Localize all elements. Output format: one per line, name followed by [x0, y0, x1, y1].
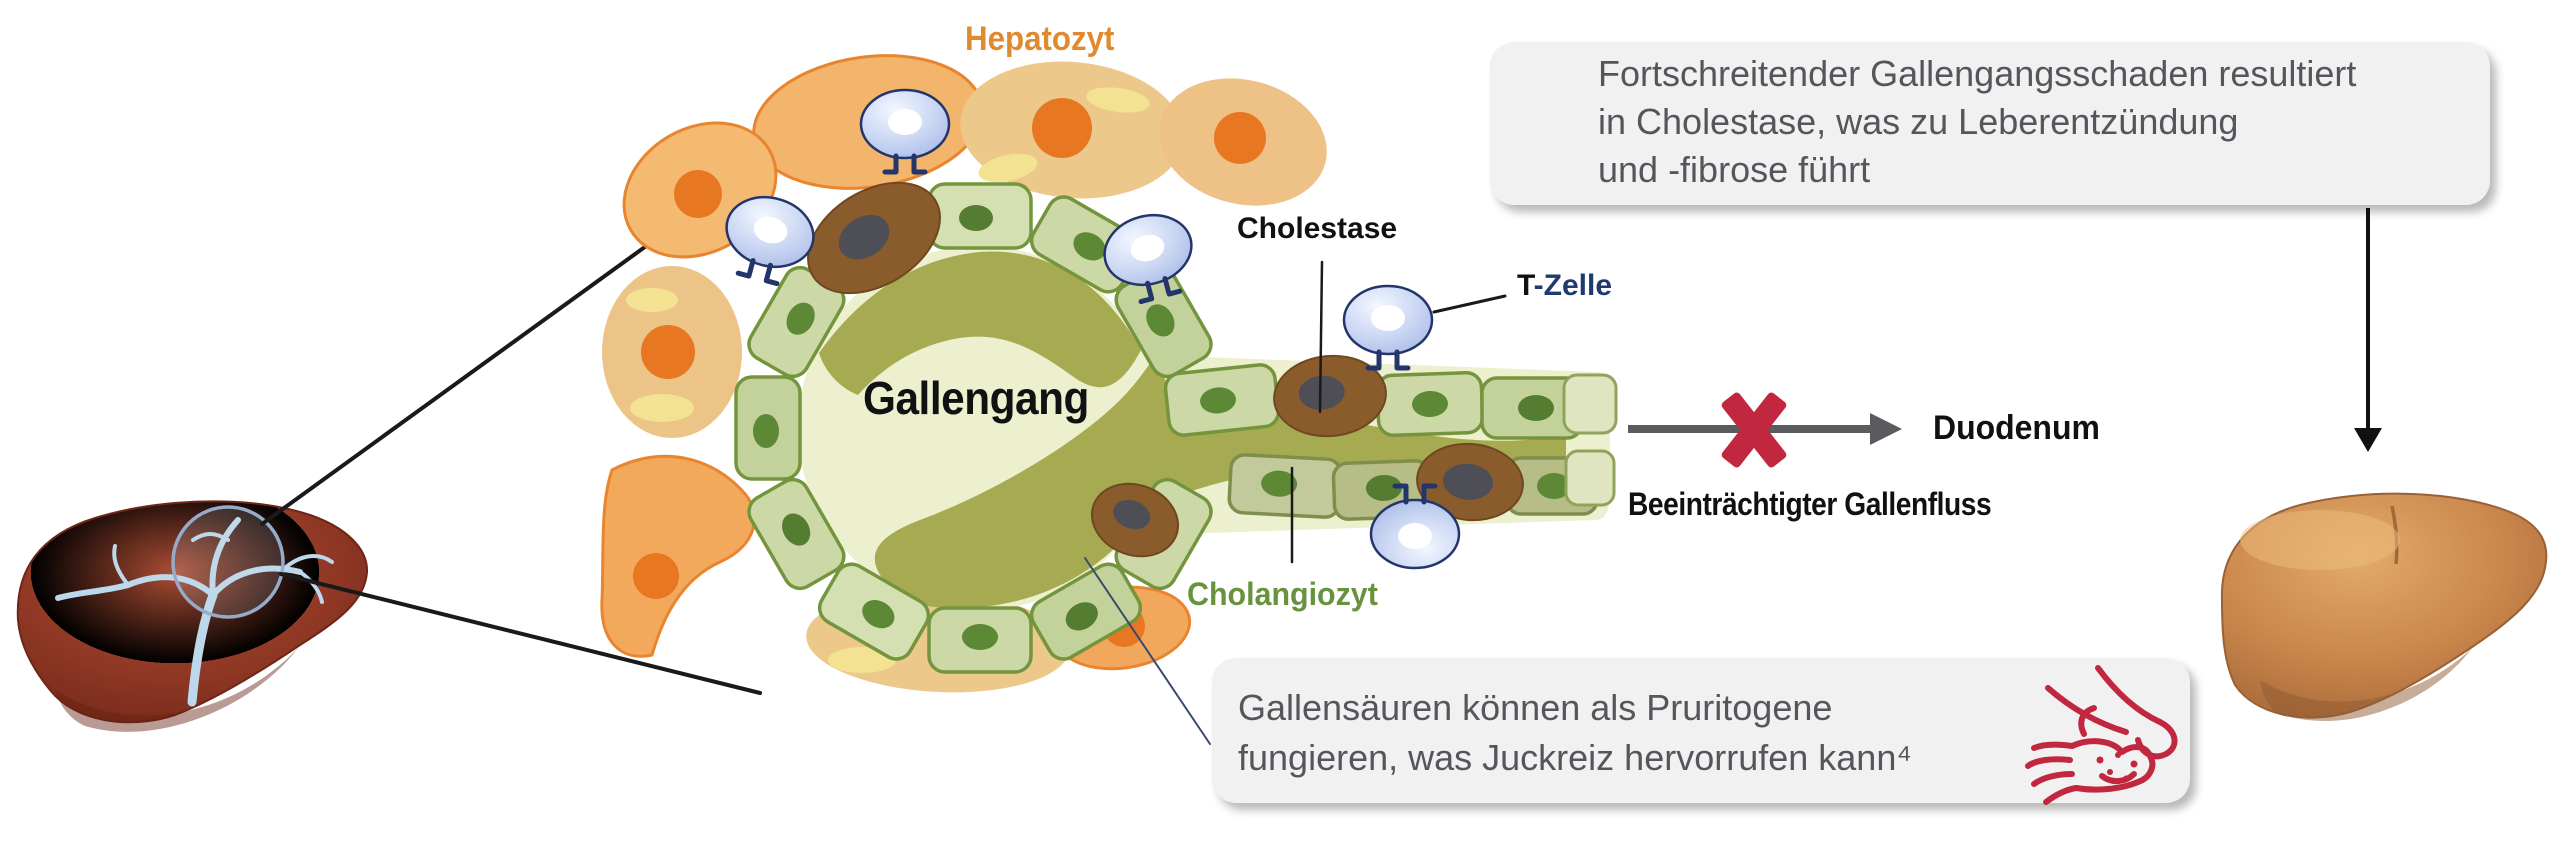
leader-lines: [1084, 260, 1507, 745]
t-cell: [859, 88, 951, 175]
hepatocyte-cell: [960, 61, 1184, 199]
t-zelle-leader-line: [1432, 294, 1507, 314]
damaged-cholangiocyte-cell: [807, 181, 941, 295]
hepatocyte-cell: [600, 454, 756, 658]
t-cells: [725, 88, 1461, 570]
damaged-cholangiocyte-cell: [1273, 354, 1387, 438]
t-cell: [1342, 284, 1434, 371]
bile-fluid: [819, 251, 1566, 609]
damaged-cholangiocyte-cells: [807, 181, 1524, 558]
info-line: Fortschreitender Gallengangsschaden resu…: [1598, 53, 2357, 94]
cholestase-label: Cholestase: [1237, 212, 1398, 245]
cell-nucleus: [1032, 98, 1092, 158]
duodenum-label: Duodenum: [1933, 409, 2100, 447]
hepatocyte-cell: [1159, 78, 1327, 206]
t-cell: [725, 195, 815, 287]
duct-tube-cells: [1163, 363, 1618, 521]
t-cell: [1369, 483, 1461, 570]
blocked-flow-arrow: [1628, 392, 1902, 468]
cholestasis-info-box: Fortschreitender Gallengangsschaden resu…: [1490, 42, 2490, 205]
info-line: fungieren, was Juckreiz hervorrufen kann…: [1238, 737, 1912, 778]
impaired-bile-flow-label: Beeinträchtigter Gallenfluss: [1628, 486, 1992, 522]
t-cell: [1103, 213, 1193, 305]
healthy-liver-illustration: [16, 500, 369, 732]
pruritus-leader-line: [1084, 557, 1211, 745]
pruritus-info-box: Gallensäuren können als Pruritogene fung…: [1212, 658, 2190, 803]
cholangiozyt-label: Cholangiozyt: [1187, 576, 1378, 612]
damaged-cholangiocyte-cell: [1090, 482, 1180, 558]
damaged-cholangiocyte-cell: [1416, 442, 1524, 522]
scratching-hand-icon: [2025, 665, 2178, 805]
blocked-cross-icon: [1721, 392, 1787, 468]
cholestase-leader-line: [1318, 260, 1324, 414]
hepatozyt-label: Hepatozyt: [965, 20, 1115, 58]
info-line: Gallensäuren können als Pruritogene: [1238, 687, 1833, 728]
t-zelle-label: T-Zelle: [1517, 269, 1612, 303]
info-line: und -fibrose führt: [1598, 149, 1871, 190]
gallengang-label: Gallengang: [863, 372, 1089, 424]
arrow-down-icon: [2354, 208, 2382, 452]
bile-duct-tree: [55, 517, 334, 707]
hepatocyte-cell: [602, 266, 742, 438]
t-zelle-label-prefix: T: [1517, 269, 1534, 302]
damaged-liver-illustration: [2220, 492, 2548, 722]
info-line: in Cholestase, was zu Leberentzündung: [1598, 101, 2239, 142]
t-zelle-label-rest: -Zelle: [1533, 269, 1613, 302]
magnifier-circle-icon: [171, 505, 285, 619]
